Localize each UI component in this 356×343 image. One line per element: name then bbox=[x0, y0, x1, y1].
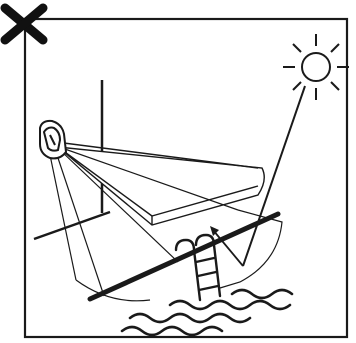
sensor-detection-zone bbox=[55, 141, 265, 226]
frame bbox=[23, 17, 349, 339]
reflected-ray-arrow bbox=[210, 226, 244, 267]
pool-edge bbox=[87, 211, 281, 302]
motion-sensor-icon bbox=[39, 119, 68, 160]
sensor-projection-lines bbox=[49, 147, 283, 302]
sun-ray bbox=[242, 85, 306, 267]
wall-floor bbox=[33, 210, 111, 241]
ladder-icon bbox=[174, 233, 222, 302]
x-cross-icon bbox=[0, 3, 48, 45]
sun-icon bbox=[283, 34, 349, 100]
water-waves bbox=[120, 288, 294, 337]
